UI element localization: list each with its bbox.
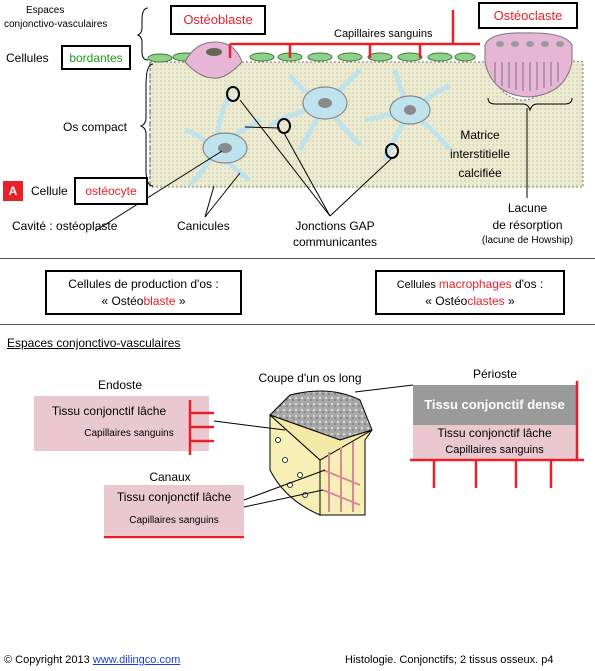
production-line1: Cellules de production d'os : — [68, 277, 219, 291]
long-bone-section — [269, 390, 373, 516]
jonctions-label-2: communicantes — [292, 235, 378, 249]
divider-middle — [0, 324, 595, 325]
bone-tissue-diagram — [94, 7, 584, 232]
endoste-capillaires: Capillaires sanguins — [84, 428, 174, 439]
capillaires-label-top: Capillaires sanguins — [334, 28, 433, 40]
footer-page-info: Histologie. Conjonctifs; 2 tissus osseux… — [345, 654, 554, 666]
production-box — [45, 270, 242, 315]
canaux-tissu-lache: Tissu conjonctif lâche — [116, 490, 232, 504]
lacune-label-2: de résorption — [492, 218, 563, 232]
canaux-capillaires: Capillaires sanguins — [129, 515, 219, 526]
coupe-label: Coupe d'un os long — [258, 371, 362, 385]
cellules-bordantes-label: bordantes — [69, 51, 123, 65]
osteoblast-cell — [184, 41, 243, 79]
macrophages-box — [375, 270, 565, 315]
perioste-dense-tissue — [413, 385, 576, 425]
osteoblaste-label: Ostéoblaste — [183, 12, 253, 27]
matrice-label-1: Matrice — [460, 128, 500, 142]
endoste-tissu-lache: Tissu conjonctif lâche — [51, 404, 167, 418]
espaces-label-2: conjonctivo-vasculaires — [4, 19, 108, 30]
canaux-label: Canaux — [149, 470, 191, 484]
lacune-label-3: (lacune de Howship) — [481, 235, 574, 246]
macrophages-line2: « Ostéoclastes » — [425, 294, 515, 308]
cellules-bordantes-prefix: Cellules — [6, 51, 49, 65]
divider-top — [0, 258, 595, 259]
endoste-tissue — [34, 396, 209, 451]
os-compact-label: Os compact — [63, 120, 128, 134]
osteoblaste-box — [170, 5, 266, 35]
canaux-tissue — [104, 485, 244, 535]
osteoclaste-box — [478, 2, 578, 29]
footer-link[interactable]: www.dilingco.com — [92, 654, 181, 666]
production-line2: « Ostéoblaste » — [101, 294, 186, 308]
perioste-tissu-lache: Tissu conjonctif lâche — [437, 426, 552, 440]
matrice-label-2: interstitielle — [449, 147, 511, 161]
endoste-label: Endoste — [97, 378, 143, 392]
osteoclaste-label: Ostéoclaste — [493, 8, 563, 23]
cellule-osteocyte-prefix: Cellule — [31, 184, 68, 198]
panel-letter: A — [8, 184, 18, 198]
osteocyte-label: ostéocyte — [85, 184, 137, 198]
perioste-label: Périoste — [472, 367, 518, 381]
perioste-loose-tissue — [413, 425, 576, 460]
macrophages-line1: Cellules macrophages d'os : — [396, 277, 544, 291]
cavite-label: Cavité : ostéoplaste — [12, 219, 118, 233]
espaces-label-1: Espaces — [26, 5, 65, 16]
osteoclast-cell — [484, 32, 573, 98]
footer-copyright: © Copyright 2013 www.dilingco.com — [4, 654, 181, 666]
cellules-bordantes-box — [61, 45, 131, 70]
section-title: Espaces conjonctivo-vasculaires — [7, 336, 181, 350]
panel-marker — [3, 181, 23, 201]
perioste-tissu-dense: Tissu conjonctif dense — [424, 397, 565, 412]
matrice-label-3: calcifiée — [458, 166, 502, 180]
osteocyte-box — [74, 177, 148, 205]
lacune-label-1: Lacune — [507, 201, 548, 215]
canicules-label: Canicules — [177, 219, 230, 233]
perioste-capillaires: Capillaires sanguins — [445, 444, 544, 456]
jonctions-label-1: Jonctions GAP — [295, 219, 375, 233]
